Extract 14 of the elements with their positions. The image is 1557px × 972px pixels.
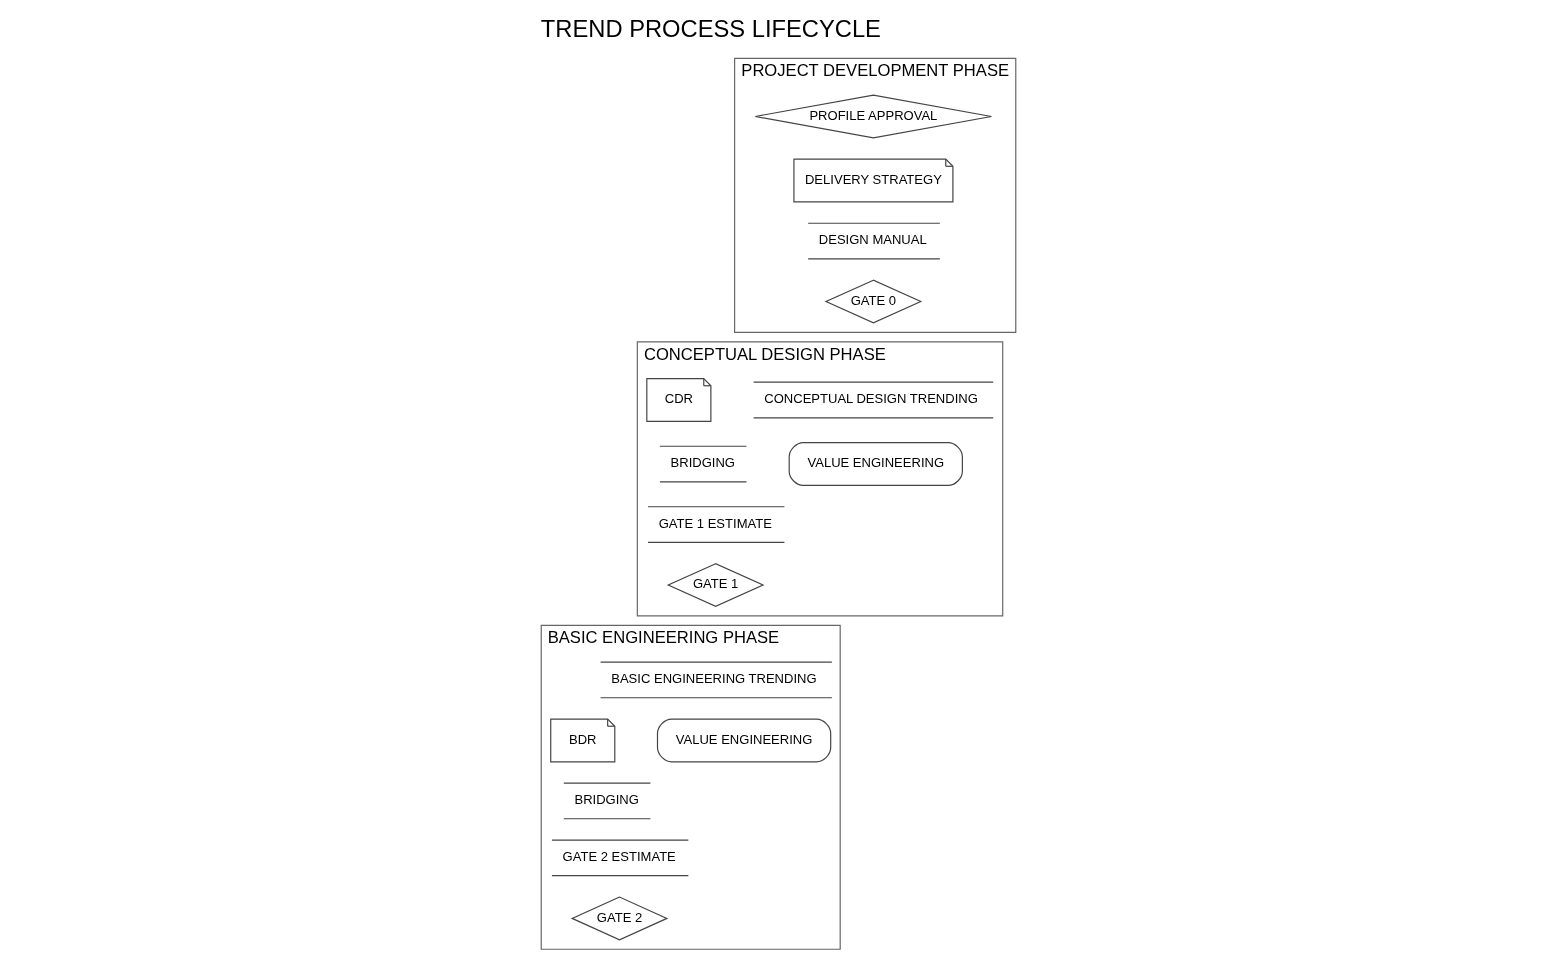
node-text: BRIDGING xyxy=(670,455,735,471)
node-box: VALUE ENGINEERING xyxy=(656,718,832,763)
node-diamond: PROFILE APPROVAL xyxy=(754,94,993,139)
node-text: CONCEPTUAL DESIGN TRENDING xyxy=(764,391,978,407)
node-diamond: GATE 0 xyxy=(824,279,923,324)
node-text: GATE 1 ESTIMATE xyxy=(658,515,772,531)
diagram-title: TREND PROCESS LIFECYCLE xyxy=(540,15,881,42)
node-diamond: GATE 2 xyxy=(570,896,669,941)
node-text: BRIDGING xyxy=(574,792,639,808)
node-text: BASIC ENGINEERING TRENDING xyxy=(611,671,817,687)
node-box: VALUE ENGINEERING xyxy=(788,442,963,486)
node-text: DESIGN MANUAL xyxy=(818,232,927,248)
node-text: GATE 2 ESTIMATE xyxy=(562,849,676,865)
node-diamond: GATE 1 xyxy=(666,563,765,608)
